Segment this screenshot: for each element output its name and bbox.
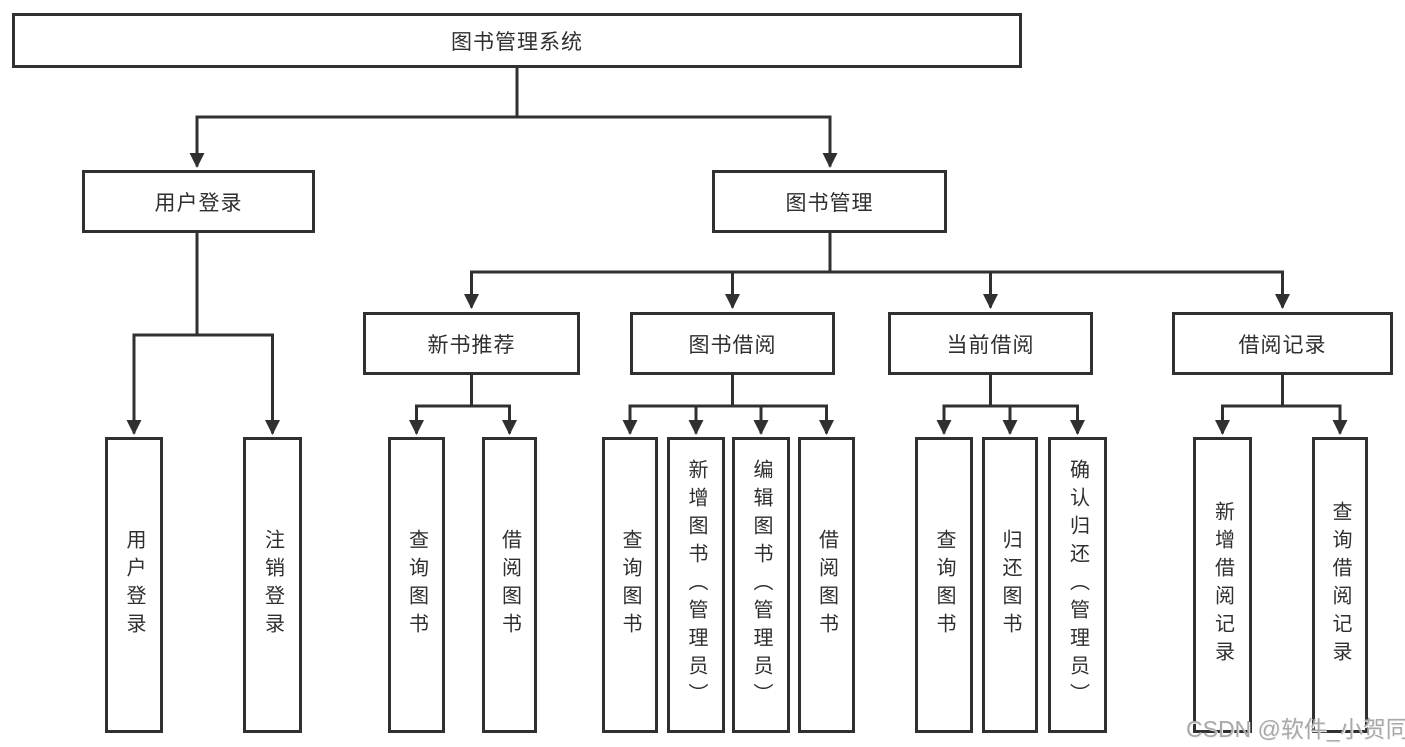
node-label: 图书管理系统 [451,30,583,54]
node-new-book-recommend: 新书推荐 [363,312,580,375]
node-label: 新增借阅记录 [1211,501,1234,669]
node-label: 用户登录 [123,529,145,641]
leaf-query-books-borrowing: 查询图书 [602,437,658,733]
node-label: 用户登录 [154,191,243,215]
connectors-new-book-recommend [409,373,517,435]
node-label: 编辑图书（管理员） [750,459,772,711]
connectors-root [189,66,838,168]
leaf-borrow-books-recommend: 借阅图书 [482,437,537,733]
node-book-management: 图书管理 [712,170,947,233]
node-borrowing-records: 借阅记录 [1172,312,1393,375]
node-user-login: 用户登录 [82,170,315,233]
leaf-edit-books-admin: 编辑图书（管理员） [732,437,790,733]
leaf-return-books: 归还图书 [982,437,1038,733]
node-book-borrowing: 图书借阅 [630,312,835,375]
node-label: 图书借阅 [688,333,777,357]
leaf-query-books-current: 查询图书 [915,437,973,733]
node-label: 借阅图书 [498,529,521,641]
leaf-user-login: 用户登录 [105,437,163,733]
connectors-book-management [464,231,1290,309]
connectors-current-borrowing [936,373,1085,435]
node-current-borrowing: 当前借阅 [888,312,1093,375]
node-label: 注销登录 [261,529,284,641]
leaf-borrow-books: 借阅图书 [798,437,855,733]
node-label: 确认归还（管理员） [1066,459,1089,711]
leaf-query-books-recommend: 查询图书 [388,437,445,733]
leaf-confirm-return-admin: 确认归还（管理员） [1048,437,1107,733]
connectors-book-borrowing [622,373,834,435]
node-label: 新增图书（管理员） [685,459,707,711]
node-label: 查询图书 [405,529,428,641]
leaf-query-borrow-record: 查询借阅记录 [1312,437,1368,733]
leaf-add-borrow-record: 新增借阅记录 [1193,437,1252,733]
csdn-watermark: CSDN @软件_小贺同学 [1186,716,1405,742]
node-label: 查询图书 [933,529,955,641]
connectors-borrowing-records [1215,373,1348,435]
node-root-library-system: 图书管理系统 [12,13,1022,68]
leaf-logout: 注销登录 [243,437,302,733]
node-label: 当前借阅 [946,333,1035,357]
node-label: 借阅记录 [1238,333,1327,357]
node-label: 查询借阅记录 [1329,501,1351,669]
node-label: 借阅图书 [815,529,838,641]
node-label: 查询图书 [619,529,641,641]
node-label: 新书推荐 [427,333,516,357]
node-label: 图书管理 [785,191,874,215]
leaf-add-books-admin: 新增图书（管理员） [667,437,725,733]
connectors-user-login [126,231,280,435]
node-label: 归还图书 [999,529,1021,641]
